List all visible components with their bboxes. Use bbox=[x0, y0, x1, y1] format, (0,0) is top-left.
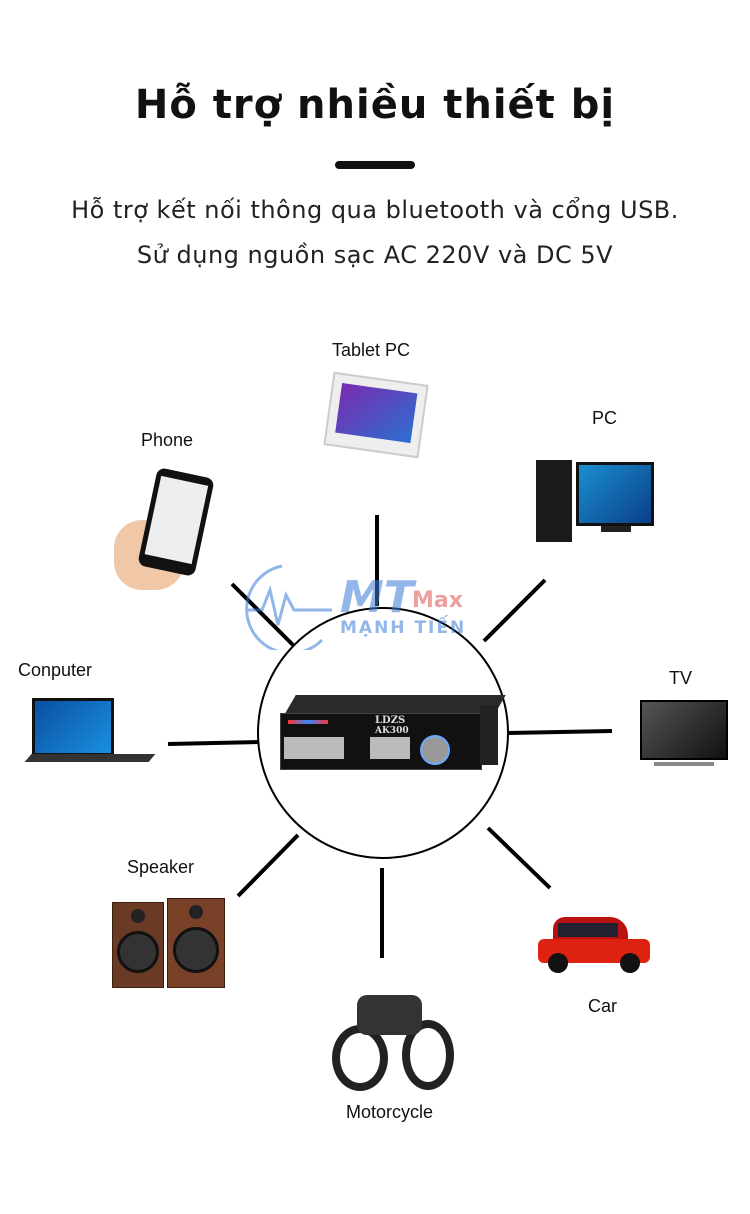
pc-image bbox=[536, 460, 654, 545]
motorcycle-image bbox=[332, 975, 454, 1091]
title-underline bbox=[335, 161, 415, 169]
line-computer bbox=[167, 740, 259, 746]
phone-image bbox=[112, 467, 222, 600]
line-pc bbox=[482, 578, 547, 643]
label-computer: Conputer bbox=[18, 660, 93, 680]
tv-image bbox=[640, 700, 728, 770]
laptop-image bbox=[24, 698, 156, 768]
tablet-image bbox=[323, 371, 429, 459]
amp-model: AK300 bbox=[375, 726, 409, 736]
line-tv bbox=[507, 729, 613, 735]
page-title: Hỗ trợ nhiều thiết bị bbox=[134, 82, 616, 128]
label-car: Car bbox=[588, 996, 618, 1016]
speaker-image bbox=[112, 898, 227, 990]
label-pc: PC bbox=[592, 408, 618, 428]
amplifier-image: LDZS AK300 bbox=[280, 695, 506, 775]
amp-brand: LDZS bbox=[375, 715, 406, 726]
line-car bbox=[486, 826, 552, 890]
line-speaker bbox=[236, 833, 300, 898]
label-speaker: Speaker bbox=[127, 857, 195, 877]
subtitle-line-2: Sử dụng nguồn sạc AC 220V và DC 5V bbox=[136, 241, 614, 269]
line-phone bbox=[230, 582, 295, 647]
subtitle-line-1: Hỗ trợ kết nối thông qua bluetooth và cổ… bbox=[71, 196, 679, 224]
label-motorcycle: Motorcycle bbox=[346, 1102, 434, 1122]
label-tv: TV bbox=[669, 668, 693, 688]
label-phone: Phone bbox=[141, 430, 194, 450]
car-image bbox=[538, 915, 653, 975]
label-tablet: Tablet PC bbox=[332, 340, 411, 360]
